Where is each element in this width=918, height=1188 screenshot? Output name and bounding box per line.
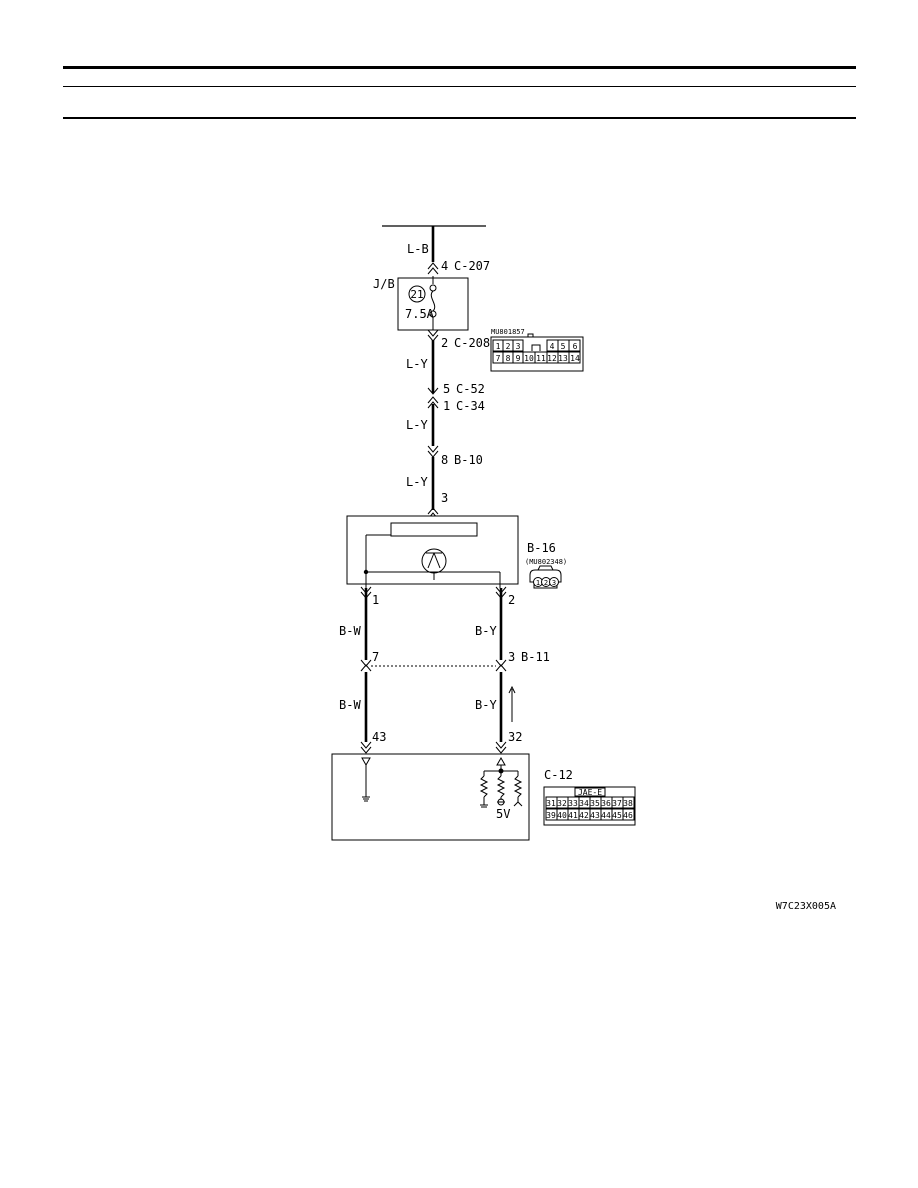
c207-pin: 4 bbox=[441, 259, 448, 273]
c12-pin-36: 36 bbox=[601, 799, 611, 808]
b10-label: B-10 bbox=[454, 453, 483, 467]
connector-mark-c207 bbox=[427, 262, 439, 275]
c208-pin-14: 14 bbox=[570, 354, 580, 363]
sensor-element-box bbox=[390, 522, 478, 537]
connector-mark-b16-1 bbox=[360, 586, 372, 599]
c12-pin-42: 42 bbox=[579, 811, 589, 820]
c208-pin-3: 3 bbox=[516, 342, 521, 351]
figure-code: W7C23X005A bbox=[776, 901, 836, 912]
header-rule-top bbox=[63, 66, 856, 69]
header-rule-bottom bbox=[63, 117, 856, 119]
c52-pin: 5 bbox=[443, 382, 450, 396]
connector-mark-b16-2 bbox=[495, 586, 507, 599]
c208-pin-10: 10 bbox=[524, 354, 534, 363]
b16-icon-pin-3: 3 bbox=[552, 579, 556, 587]
ecu-pin-43: 43 bbox=[372, 730, 386, 744]
c208-pin-6: 6 bbox=[573, 342, 578, 351]
junction-block-label: J/B bbox=[373, 277, 395, 291]
connector-mark-b10 bbox=[427, 445, 439, 458]
wire-color-l-b: L-B bbox=[407, 242, 429, 256]
b16-pin-1: 1 bbox=[372, 593, 379, 607]
b16-part-number: (MU802348) bbox=[525, 558, 567, 566]
c12-pin-37: 37 bbox=[612, 799, 622, 808]
c12-pin-35: 35 bbox=[590, 799, 600, 808]
c12-pin-31: 31 bbox=[546, 799, 556, 808]
fuse-number-circle bbox=[408, 285, 426, 303]
fuse-rating: 7.5A bbox=[405, 307, 435, 321]
c12-pin-45: 45 bbox=[612, 811, 622, 820]
c208-pin-8: 8 bbox=[506, 354, 511, 363]
c12-pin-43: 43 bbox=[590, 811, 600, 820]
c12-pin-39: 39 bbox=[546, 811, 556, 820]
c208-pin-12: 12 bbox=[547, 354, 557, 363]
connector-mark-ecu-43 bbox=[360, 741, 372, 754]
connector-mark-b11-right bbox=[495, 659, 507, 672]
header-rule-middle bbox=[63, 86, 856, 87]
c12-icon-title: JAE-E bbox=[578, 788, 602, 797]
connector-mark-b11-left bbox=[360, 659, 372, 672]
transistor-symbol bbox=[426, 552, 442, 580]
c208-pin-7: 7 bbox=[496, 354, 501, 363]
b16-icon-pin-1: 1 bbox=[536, 579, 540, 587]
ecu-input-circuit bbox=[479, 756, 523, 808]
b16-pin-2: 2 bbox=[508, 593, 515, 607]
c208-pin-13: 13 bbox=[558, 354, 568, 363]
c12-pin-41: 41 bbox=[568, 811, 578, 820]
c208-connector-icon: MU801857 1 2 3 4 5 6 7 8 9 10 11 12 13 1… bbox=[490, 328, 584, 372]
c208-part-number: MU801857 bbox=[491, 328, 525, 336]
c34-pin: 1 bbox=[443, 399, 450, 413]
wire-color-b-y-1: B-Y bbox=[475, 624, 497, 638]
c34-label: C-34 bbox=[456, 399, 485, 413]
b11-label: B-11 bbox=[521, 650, 550, 664]
sensor-junction-dot bbox=[363, 569, 369, 575]
c12-pin-33: 33 bbox=[568, 799, 578, 808]
c208-pin-11: 11 bbox=[536, 354, 546, 363]
c207-label: C-207 bbox=[454, 259, 490, 273]
c208-pin-5: 5 bbox=[561, 342, 566, 351]
ecu-pin-32: 32 bbox=[508, 730, 522, 744]
ground-symbol-left-icon bbox=[361, 757, 371, 802]
fuse-symbol bbox=[429, 276, 437, 330]
ecu-voltage: 5V bbox=[496, 807, 510, 821]
connector-mark-c34 bbox=[427, 396, 439, 409]
c12-pin-32: 32 bbox=[557, 799, 567, 808]
c12-pin-38: 38 bbox=[623, 799, 633, 808]
c12-pin-44: 44 bbox=[601, 811, 611, 820]
c12-pin-40: 40 bbox=[557, 811, 567, 820]
c208-pin: 2 bbox=[441, 336, 448, 350]
c208-label: C-208 bbox=[454, 336, 490, 350]
ecu-box bbox=[331, 753, 530, 841]
b16-label: B-16 bbox=[527, 541, 556, 555]
c208-pin-4: 4 bbox=[550, 342, 555, 351]
b10-pin: 8 bbox=[441, 453, 448, 467]
fuse-number: 21 bbox=[410, 288, 423, 301]
c208-pin-2: 2 bbox=[506, 342, 511, 351]
wire-color-b-y-2: B-Y bbox=[475, 698, 497, 712]
c208-pin-1: 1 bbox=[496, 342, 501, 351]
wire-color-l-y-2: L-Y bbox=[406, 418, 428, 432]
c12-pin-34: 34 bbox=[579, 799, 589, 808]
c208-pin-9: 9 bbox=[516, 354, 521, 363]
connector-mark-ecu-32 bbox=[495, 741, 507, 754]
wire-color-b-w-2: B-W bbox=[339, 698, 361, 712]
b16-input-pin: 3 bbox=[441, 491, 448, 505]
connector-mark-c52 bbox=[427, 387, 439, 395]
connector-mark-c208 bbox=[427, 329, 439, 342]
b16-icon-pin-2: 2 bbox=[544, 579, 548, 587]
wire-color-b-w-1: B-W bbox=[339, 624, 361, 638]
c12-pin-46: 46 bbox=[623, 811, 633, 820]
b16-connector-icon bbox=[529, 565, 562, 589]
wire-color-l-y-1: L-Y bbox=[406, 357, 428, 371]
c12-label: C-12 bbox=[544, 768, 573, 782]
c52-label: C-52 bbox=[456, 382, 485, 396]
wire-color-l-y-3: L-Y bbox=[406, 475, 428, 489]
b11-pin-3: 3 bbox=[508, 650, 515, 664]
b11-pin-7: 7 bbox=[372, 650, 379, 664]
signal-direction-arrow-icon bbox=[508, 685, 516, 722]
c12-connector-icon: JAE-E 31 32 33 34 35 36 37 38 39 40 41 4… bbox=[543, 786, 636, 826]
